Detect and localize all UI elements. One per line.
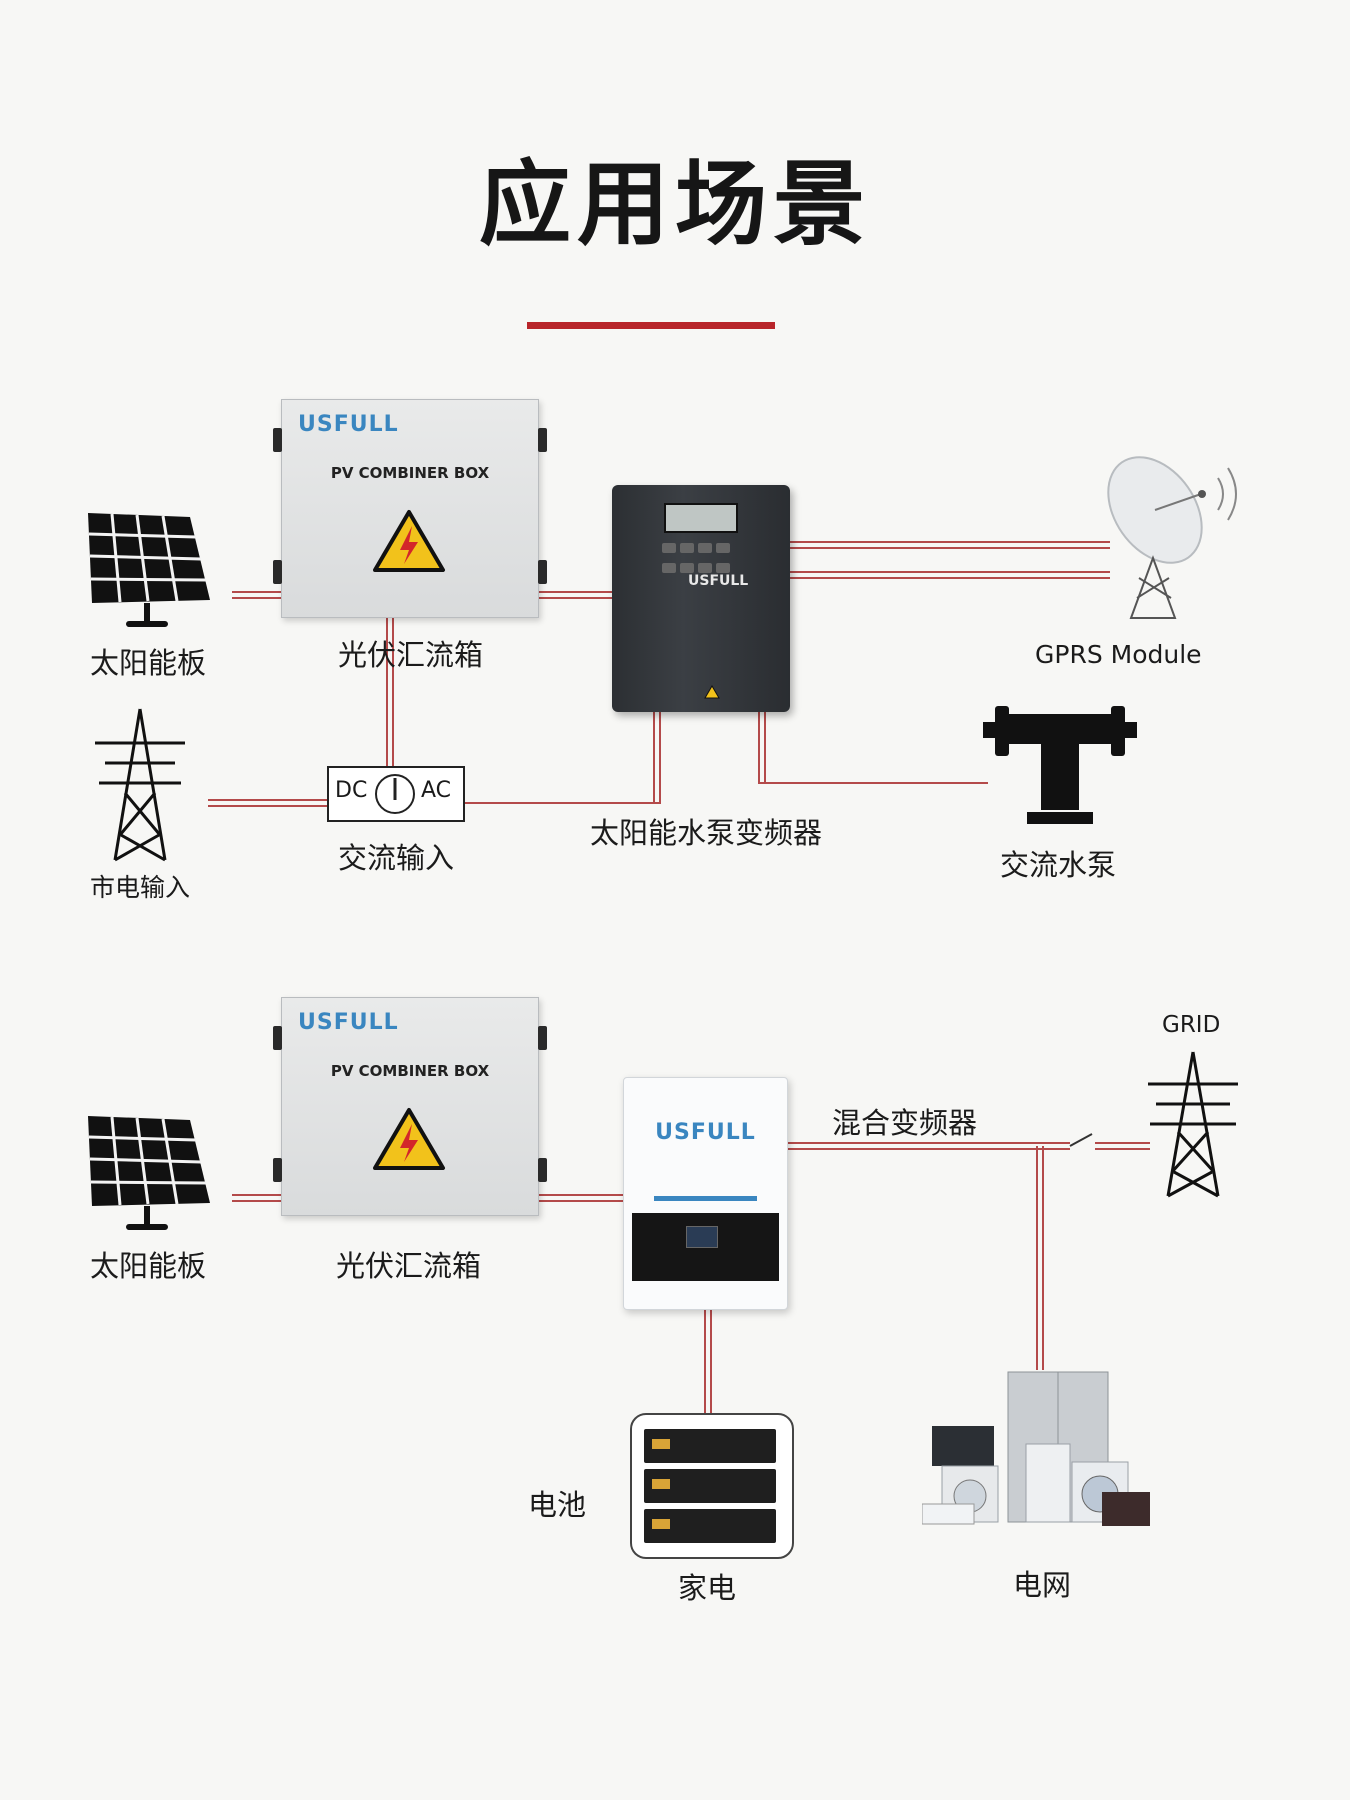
high-voltage-warning-icon (373, 1108, 445, 1170)
breaker-switch-icon (1069, 1133, 1093, 1147)
combiner-box-label: 光伏汇流箱 (336, 1249, 482, 1283)
title-underline (527, 322, 775, 329)
water-pump-icon (983, 706, 1137, 824)
high-voltage-warning-icon (373, 510, 445, 572)
power-tower-icon (95, 708, 185, 862)
hybrid-inverter-label: 混合变频器 (832, 1106, 978, 1140)
battery-caption: 家电 (678, 1571, 737, 1605)
battery-stack (630, 1413, 794, 1559)
inverter-label: 太阳能水泵变频器 (590, 816, 823, 850)
solar-panel-icon (88, 1116, 210, 1230)
inverter-brand: USFULL (688, 573, 749, 589)
appliances-label: 电网 (1013, 1568, 1072, 1602)
solar-panel-label: 太阳能板 (90, 1249, 207, 1283)
switch-dc-text: DC (335, 778, 368, 803)
pv-combiner-box: USFULL PV COMBINER BOX (273, 399, 547, 618)
switch-label: 交流输入 (338, 841, 455, 875)
battery-label: 电池 (528, 1488, 587, 1522)
grid-input-label: 市电输入 (90, 873, 191, 902)
page-title: 应用场景 (478, 151, 871, 258)
inverter-keypad (660, 540, 740, 580)
battery-module (644, 1509, 776, 1543)
combiner-box-brand: USFULL (298, 1010, 399, 1035)
pv-combiner-box: USFULL PV COMBINER BOX (273, 997, 547, 1216)
hybrid-inverter-stripe (654, 1196, 757, 1201)
hybrid-inverter: USFULL (623, 1077, 788, 1310)
inverter-warning-icon (704, 685, 720, 699)
solar-panel-label: 太阳能板 (90, 646, 207, 680)
combiner-box-label: 光伏汇流箱 (338, 638, 484, 672)
home-appliances-icon (922, 1371, 1150, 1526)
grid-label: GRID (1162, 1012, 1221, 1038)
solar-pump-inverter: USFULL (612, 485, 790, 712)
combiner-box-model: PV COMBINER BOX (330, 464, 490, 482)
switch-knob-icon (375, 774, 415, 814)
inverter-display (664, 503, 738, 533)
wire-line (458, 712, 655, 804)
switch-ac-text: AC (421, 778, 452, 803)
wire-line (464, 712, 661, 804)
combiner-box-brand: USFULL (298, 412, 399, 437)
hybrid-inverter-screen (686, 1226, 718, 1248)
grid-tower-icon (1148, 1051, 1238, 1198)
gprs-antenna-icon (1107, 456, 1237, 619)
gprs-module-label: GPRS Module (1035, 640, 1202, 669)
battery-module (644, 1429, 776, 1463)
pump-label: 交流水泵 (1000, 848, 1117, 882)
wire-line (758, 712, 982, 784)
battery-module (644, 1469, 776, 1503)
combiner-box-model: PV COMBINER BOX (330, 1062, 490, 1080)
dc-ac-switch: DC AC (327, 766, 465, 822)
hybrid-inverter-brand: USFULL (655, 1120, 756, 1145)
solar-panel-icon (88, 513, 210, 627)
wire-line (764, 712, 988, 784)
